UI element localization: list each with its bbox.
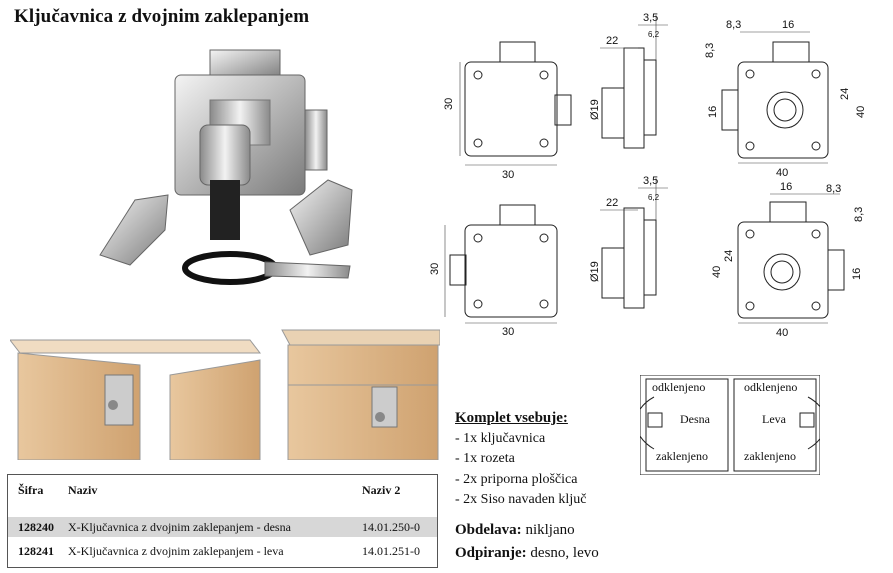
legend-text: odklenjeno (744, 380, 797, 394)
dim-label: 16 (851, 268, 863, 280)
kit-item: - 2x priporna ploščica (455, 471, 578, 487)
table-row: 128241 X-Ključavnica z dvojnim zaklepanj… (8, 541, 437, 561)
legend-text: zaklenjeno (656, 449, 708, 463)
row-name: X-Ključavnica z dvojnim zaklepanjem - le… (68, 544, 284, 558)
legend-text: odklenjeno (652, 380, 705, 394)
dim-label: 24 (839, 88, 851, 100)
legend-text: Leva (762, 412, 787, 426)
cabinet-illustrations (10, 329, 440, 460)
row-name2: 14.01.251-0 (362, 544, 420, 558)
row-name2: 14.01.250-0 (362, 520, 420, 534)
opening-label: Odpiranje: (455, 545, 527, 561)
page-title: Ključavnica z dvojnim zaklepanjem (14, 6, 310, 27)
row-code: 128240 (18, 520, 54, 534)
dim-label: 30 (502, 169, 514, 181)
row-code: 128241 (18, 544, 54, 558)
dim-label: 8,3 (826, 183, 841, 195)
opening-value: desno, levo (530, 545, 599, 561)
lock-direction-legend: odklenjeno Desna zaklenjeno odklenjeno L… (640, 375, 820, 475)
dim-label: 30 (443, 98, 455, 110)
dim-label: 8,3 (704, 43, 716, 58)
lock-icon (647, 412, 663, 428)
finish-value: nikljano (525, 522, 575, 538)
product-table: Šifra Naziv Naziv 2 128240 X-Ključavnica… (7, 474, 438, 568)
dim-label: 24 (723, 250, 735, 262)
table-header: Naziv 2 (362, 483, 401, 497)
dim-label: 22 (606, 35, 618, 47)
opening-line: Odpiranje: desno, levo (455, 545, 599, 562)
dim-label: 16 (707, 106, 719, 118)
row-name: X-Ključavnica z dvojnim zaklepanjem - de… (68, 520, 291, 534)
kit-heading: Komplet vsebuje: (455, 410, 568, 426)
lock-icon (799, 412, 815, 428)
dim-label: 40 (776, 327, 788, 339)
rotate-arrow-icon (640, 396, 655, 450)
product-photo (99, 49, 353, 285)
dim-label: 6,2 (648, 30, 660, 39)
dim-label: 40 (776, 167, 788, 179)
rotate-arrow-icon (807, 396, 820, 450)
dim-label: 16 (780, 181, 792, 193)
dim-label: 3,5 (643, 175, 658, 187)
kit-item: - 1x rozeta (455, 451, 515, 466)
dim-label: 22 (606, 197, 618, 209)
dim-label: 8,3 (726, 19, 741, 31)
dim-label: 40 (855, 106, 867, 118)
dim-label: 30 (430, 263, 441, 275)
table-row: 128240 X-Ključavnica z dvojnim zaklepanj… (8, 517, 437, 537)
kit-item: - 1x ključavnica (455, 430, 546, 446)
dim-label: 40 (711, 266, 723, 278)
dim-label: 30 (502, 326, 514, 338)
finish-label: Obdelava: (455, 522, 522, 538)
technical-drawings: 30 30 3,5 6,2 22 Ø19 8,3 16 8,3 24 40 16… (430, 12, 867, 339)
legend-text: Desna (680, 412, 711, 426)
dim-label: 16 (782, 19, 794, 31)
kit-contents: Komplet vsebuje: - 1x ključavnica - 1x r… (455, 408, 586, 511)
legend-text: zaklenjeno (744, 449, 796, 463)
table-header: Naziv (68, 483, 98, 497)
kit-item: - 2x Siso navaden ključ (455, 492, 587, 507)
table-header: Šifra (18, 483, 44, 497)
dim-label: 8,3 (853, 207, 865, 222)
dim-label: 3,5 (643, 12, 658, 24)
dim-label: Ø19 (589, 261, 601, 282)
dim-label: 6,2 (648, 193, 660, 202)
dim-label: Ø19 (589, 99, 601, 120)
finish-line: Obdelava: nikljano (455, 522, 575, 539)
